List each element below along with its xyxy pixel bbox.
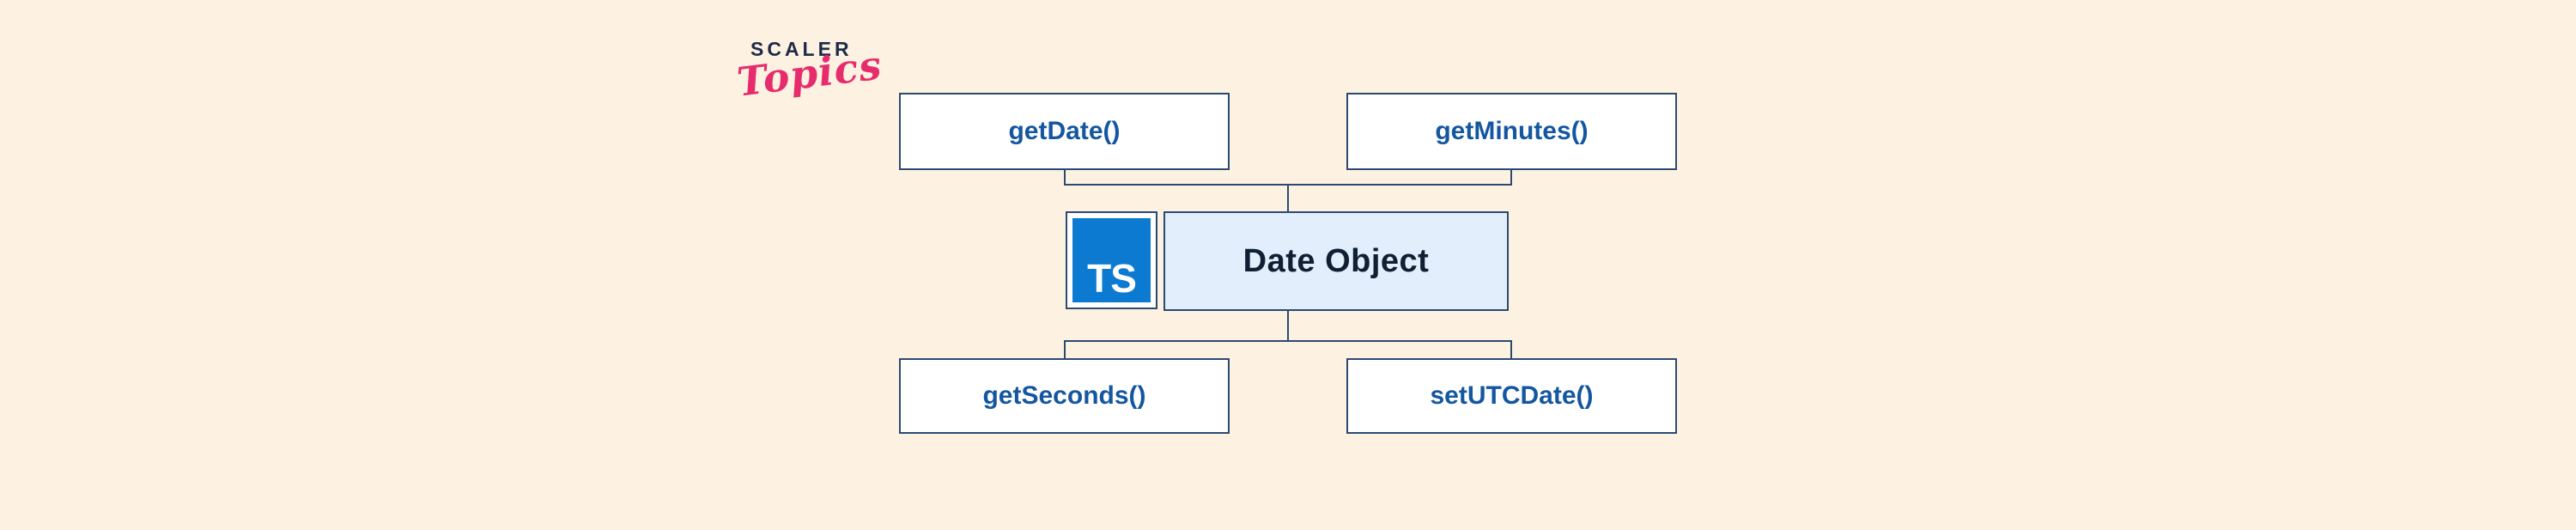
method-box-getseconds: getSeconds()	[899, 358, 1230, 434]
scaler-topics-logo: SCALER Topics	[735, 38, 885, 106]
typescript-logo-box: TS	[1066, 211, 1157, 309]
connector-line-bottom-stub-left	[1064, 340, 1066, 359]
method-label-getseconds: getSeconds()	[982, 381, 1146, 410]
method-box-getminutes: getMinutes()	[1346, 93, 1677, 170]
connector-line-top-stub-right	[1510, 169, 1512, 185]
connector-line-top-stub-left	[1064, 169, 1066, 185]
method-label-getdate: getDate()	[1008, 117, 1121, 145]
method-box-getdate: getDate()	[899, 93, 1230, 170]
method-label-getminutes: getMinutes()	[1435, 117, 1589, 145]
method-box-setutcdate: setUTCDate()	[1346, 358, 1677, 434]
connector-line-bottom-horizontal	[1064, 340, 1512, 342]
logo-brand-text: SCALER	[750, 38, 853, 60]
typescript-icon: TS	[1072, 218, 1151, 302]
method-label-setutcdate: setUTCDate()	[1430, 381, 1594, 410]
connector-line-top-center-vertical	[1287, 184, 1289, 212]
connector-line-bottom-stub-right	[1510, 340, 1512, 359]
date-object-box: Date Object	[1163, 211, 1509, 311]
connector-line-bottom-center-vertical	[1287, 310, 1289, 342]
date-object-label: Date Object	[1242, 242, 1430, 279]
ts-badge-label: TS	[1087, 256, 1137, 301]
